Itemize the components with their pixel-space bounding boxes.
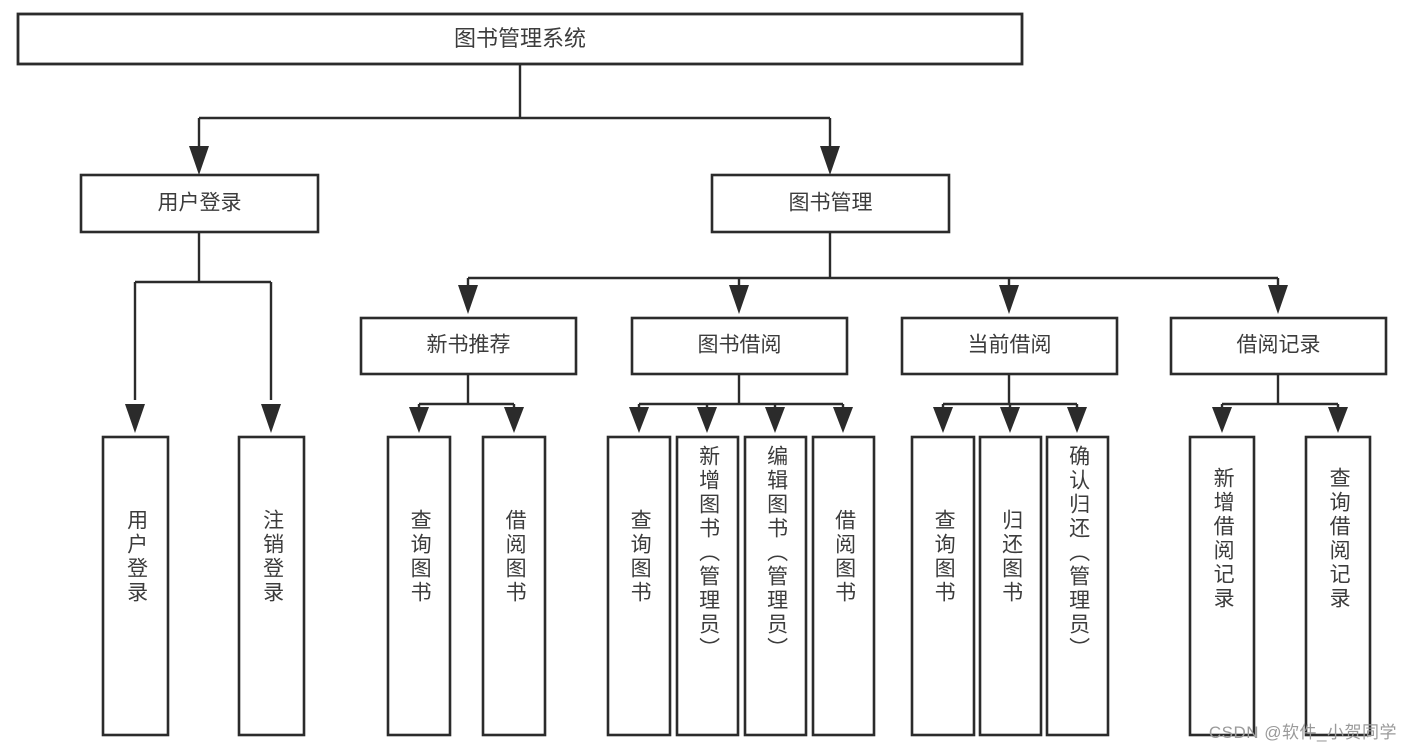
node-leaf-6[interactable] [743, 435, 808, 737]
node-level2-1[interactable] [710, 173, 951, 234]
node-leaf-2[interactable] [386, 435, 452, 737]
node-level3-2[interactable] [900, 316, 1119, 376]
watermark-text: CSDN @软件_小贺同学 [1208, 723, 1397, 742]
node-leaf-5[interactable] [675, 435, 740, 737]
node-level2-0-label: 用户登录 [158, 192, 242, 215]
arrowhead-leaf-11 [1212, 407, 1232, 433]
node-level2-1-label: 图书管理 [789, 192, 873, 215]
node-leaf-0[interactable] [101, 435, 170, 737]
node-level3-2-label: 当前借阅 [968, 334, 1052, 357]
connector-group-bookmgmt [458, 232, 1288, 314]
connector-group-borrow [629, 374, 853, 433]
node-leaf-10[interactable] [1045, 435, 1110, 737]
node-root[interactable] [16, 12, 1024, 66]
arrowhead-leaf-0 [125, 404, 145, 433]
node-leaf-1[interactable] [237, 435, 306, 737]
node-level3-3[interactable] [1169, 316, 1388, 376]
node-leaf-11[interactable] [1188, 435, 1256, 737]
node-leaf-12[interactable] [1304, 435, 1372, 737]
connector-group-record [1212, 374, 1348, 433]
node-leaf-4[interactable] [606, 435, 672, 737]
arrowhead-newbook [458, 285, 478, 314]
connector-group-current [933, 374, 1087, 433]
arrowhead-record [1268, 285, 1288, 314]
arrowhead-current [999, 285, 1019, 314]
node-leaf-8[interactable] [910, 435, 976, 737]
node-level3-1-label: 图书借阅 [698, 334, 782, 357]
arrowhead-leaf-12 [1328, 407, 1348, 433]
arrowhead-leaf-6 [765, 407, 785, 433]
arrowhead-login [189, 146, 209, 175]
node-leaf-7[interactable] [811, 435, 876, 737]
connector-group-newbook [409, 374, 524, 433]
node-leaf-9[interactable] [978, 435, 1043, 737]
arrowhead-leaf-9 [1000, 407, 1020, 433]
arrowhead-bookmgmt [820, 146, 840, 175]
connector-group-login [125, 232, 281, 433]
node-level2-0[interactable] [79, 173, 320, 234]
arrowhead-leaf-8 [933, 407, 953, 433]
node-level3-0[interactable] [359, 316, 578, 376]
arrowhead-leaf-4 [629, 407, 649, 433]
arrowhead-leaf-1 [261, 404, 281, 433]
arrowhead-leaf-7 [833, 407, 853, 433]
node-level3-0-label: 新书推荐 [427, 334, 511, 357]
connector-group-root [189, 64, 840, 175]
arrowhead-leaf-10 [1067, 407, 1087, 433]
node-level3-1[interactable] [630, 316, 849, 376]
arrowhead-leaf-5 [697, 407, 717, 433]
arrowhead-leaf-3 [504, 407, 524, 433]
node-leaf-3[interactable] [481, 435, 547, 737]
node-level3-3-label: 借阅记录 [1237, 334, 1321, 357]
node-root-label: 图书管理系统 [454, 26, 586, 51]
arrowhead-leaf-2 [409, 407, 429, 433]
arrowhead-borrow [729, 285, 749, 314]
